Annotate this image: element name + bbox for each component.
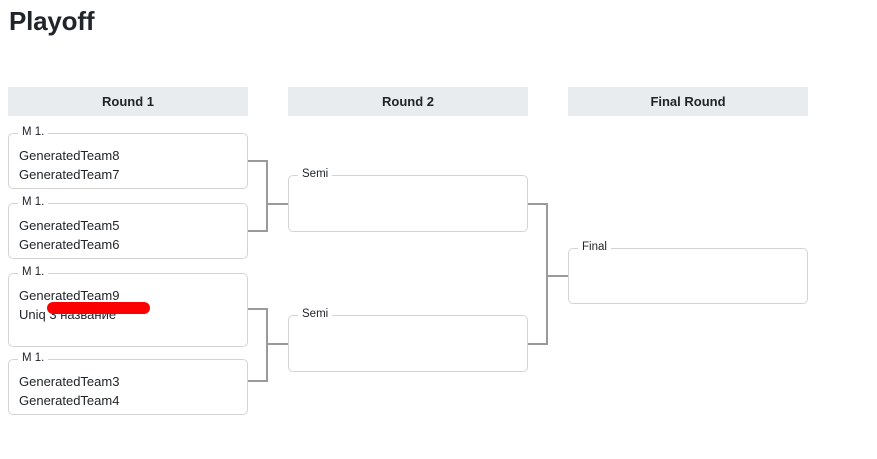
match-teams: GeneratedTeam3 GeneratedTeam4 (9, 360, 247, 418)
round-header-final-round: Final Round (568, 87, 808, 116)
match-legend: Final (578, 240, 611, 254)
match-box-semi-1[interactable]: Semi (288, 167, 528, 232)
connector-line (546, 203, 548, 345)
connector-line (248, 380, 268, 382)
match-teams: GeneratedTeam5 GeneratedTeam6 (9, 204, 247, 262)
match-legend: M 1. (18, 265, 49, 279)
round-header-label: Round 1 (102, 94, 154, 109)
page-title: Playoff (9, 6, 95, 36)
connector-line (528, 203, 548, 205)
match-teams: GeneratedTeam9 Uniq 3 название (9, 274, 247, 332)
match-teams: GeneratedTeam8 GeneratedTeam7 (9, 134, 247, 192)
connector-line (266, 160, 268, 232)
connector-line (528, 343, 548, 345)
match-legend: M 1. (18, 351, 49, 365)
team-slot[interactable]: GeneratedTeam4 (19, 393, 120, 408)
round-header-round-1: Round 1 (8, 87, 248, 116)
match-box-round1-3[interactable]: M 1. GeneratedTeam9 Uniq 3 название (8, 265, 248, 347)
match-box-round1-1[interactable]: M 1. GeneratedTeam8 GeneratedTeam7 (8, 125, 248, 192)
match-box-semi-2[interactable]: Semi (288, 307, 528, 372)
match-legend: M 1. (18, 195, 49, 209)
connector-line (248, 160, 268, 162)
match-legend: M 1. (18, 125, 49, 139)
connector-line (266, 203, 288, 205)
round-header-label: Round 2 (382, 94, 434, 109)
team-slot[interactable]: GeneratedTeam9 (19, 288, 120, 303)
round-header-round-2: Round 2 (288, 87, 528, 116)
connector-line (266, 343, 288, 345)
team-slot[interactable]: GeneratedTeam5 (19, 218, 120, 233)
team-slot-redacted[interactable]: Uniq 3 название (19, 307, 117, 322)
match-box-final[interactable]: Final (568, 240, 808, 304)
connector-line (248, 230, 268, 232)
connector-line (546, 275, 568, 277)
match-legend: Semi (298, 307, 333, 321)
team-slot[interactable]: GeneratedTeam7 (19, 167, 120, 182)
connector-line (266, 308, 268, 382)
match-box-round1-4[interactable]: M 1. GeneratedTeam3 GeneratedTeam4 (8, 351, 248, 418)
team-slot[interactable]: GeneratedTeam6 (19, 237, 120, 252)
connector-line (248, 308, 268, 310)
team-slot[interactable]: GeneratedTeam3 (19, 374, 120, 389)
team-slot[interactable]: GeneratedTeam8 (19, 148, 120, 163)
round-header-label: Final Round (650, 94, 726, 109)
match-legend: Semi (298, 167, 333, 181)
match-box-round1-2[interactable]: M 1. GeneratedTeam5 GeneratedTeam6 (8, 195, 248, 262)
